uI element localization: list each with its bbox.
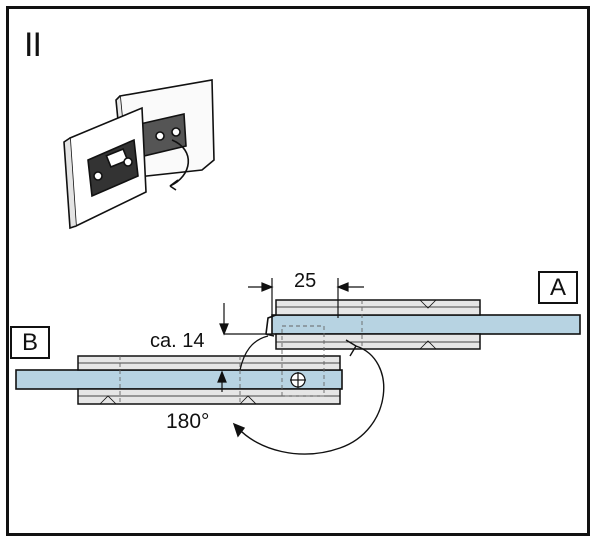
rotation-arrow xyxy=(232,339,385,455)
screw-icon xyxy=(290,372,306,388)
rotation-dimension: 180° xyxy=(166,410,210,433)
gap-dimension: 25 xyxy=(294,270,317,292)
step-number: II xyxy=(24,26,42,64)
dimension-25-lines xyxy=(248,278,364,318)
lower-hinge-clamp xyxy=(77,355,341,405)
panel-a-label: A xyxy=(538,271,578,304)
diagram-frame xyxy=(6,6,590,536)
dimension-14-lines xyxy=(217,303,272,392)
panel-b-label: B xyxy=(10,326,50,359)
glass-panel-a xyxy=(271,314,581,335)
offset-dimension: ca. 14 xyxy=(150,330,205,352)
hidden-lines xyxy=(119,300,363,404)
inset-hinge-illustration xyxy=(63,79,215,230)
upper-hinge-clamp xyxy=(275,299,481,350)
